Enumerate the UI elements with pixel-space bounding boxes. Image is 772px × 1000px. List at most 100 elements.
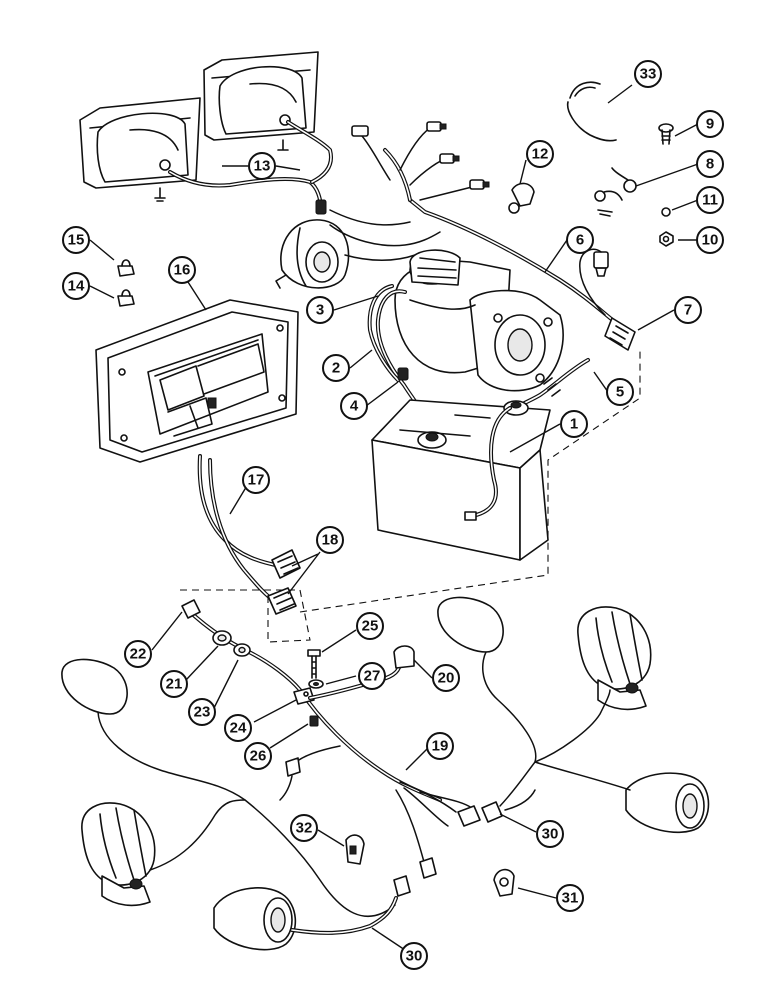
svg-text:31: 31 (562, 890, 579, 907)
battery (371, 399, 551, 561)
callout-14: 14 (62, 272, 90, 300)
leader-lines (89, 84, 699, 953)
svg-text:25: 25 (362, 618, 379, 635)
svg-text:33: 33 (640, 66, 657, 83)
washer-27 (308, 679, 324, 689)
callout-18: 18 (316, 526, 344, 554)
grommet-21 (212, 630, 232, 646)
callout-20: 20 (432, 664, 460, 692)
callout-12: 12 (526, 140, 554, 168)
dashed-assembly-boundary (180, 589, 311, 643)
svg-text:27: 27 (364, 668, 381, 685)
callout-11: 11 (696, 186, 724, 214)
earth-terminal (285, 757, 301, 777)
svg-text:16: 16 (174, 262, 191, 279)
svg-text:11: 11 (702, 192, 718, 209)
nut-10 (659, 231, 674, 247)
callout-25: 25 (356, 612, 384, 640)
cluster-connector-lower (267, 587, 297, 615)
work-lamp-left (79, 97, 201, 202)
callout-31: 31 (556, 884, 584, 912)
callout-9: 9 (696, 110, 724, 138)
callout-30-right: 30 (536, 820, 564, 848)
callout-13: 13 (248, 152, 276, 180)
svg-text:32: 32 (296, 820, 313, 837)
callout-5: 5 (606, 378, 634, 406)
pressure-switch (579, 248, 609, 316)
starter-motor (394, 249, 564, 392)
svg-text:1: 1 (570, 416, 578, 433)
svg-text:17: 17 (248, 472, 265, 489)
svg-text:10: 10 (702, 232, 719, 249)
svg-text:30: 30 (406, 948, 423, 965)
svg-text:9: 9 (706, 116, 714, 133)
svg-text:7: 7 (684, 302, 692, 319)
svg-text:3: 3 (316, 302, 324, 319)
bolt-25 (307, 649, 321, 679)
callout-15: 15 (62, 226, 90, 254)
svg-text:14: 14 (68, 278, 85, 295)
lamp-connector (315, 199, 327, 215)
cable-clip-15 (117, 259, 135, 277)
callout-22: 22 (124, 640, 152, 668)
p-clip-31 (493, 868, 515, 897)
callout-30-left: 30 (400, 942, 428, 970)
callout-26: 26 (244, 742, 272, 770)
clip-26 (309, 715, 319, 727)
harness-clip-24 (293, 687, 315, 705)
svg-text:5: 5 (616, 384, 624, 401)
washer-11 (661, 207, 671, 217)
svg-text:6: 6 (576, 232, 584, 249)
lamp-connector-center (457, 801, 503, 827)
cable-clip-4 (397, 367, 409, 381)
svg-text:15: 15 (68, 232, 85, 249)
work-lamp-right (203, 51, 319, 151)
lamp-connector-lower (393, 857, 437, 897)
callout-10: 10 (696, 226, 724, 254)
dashed-assembly-boundary-right (299, 348, 641, 613)
svg-text:30: 30 (542, 826, 559, 843)
svg-text:21: 21 (166, 676, 183, 693)
warning-lamp (207, 397, 217, 409)
indicator-lamp-right (625, 772, 710, 834)
svg-text:12: 12 (532, 146, 549, 163)
right-lamp-cable (482, 651, 537, 807)
svg-text:18: 18 (322, 532, 339, 549)
svg-text:19: 19 (432, 738, 449, 755)
ring-terminal-8 (594, 167, 637, 217)
callout-8: 8 (696, 150, 724, 178)
svg-text:23: 23 (194, 704, 211, 721)
cluster-connector-upper (271, 549, 301, 579)
svg-text:8: 8 (706, 156, 714, 173)
svg-text:22: 22 (130, 646, 147, 663)
branch-boot (393, 645, 415, 669)
callout-24: 24 (224, 714, 252, 742)
callout-19: 19 (426, 732, 454, 760)
callout-7: 7 (674, 296, 702, 324)
harness-branch-20 (308, 660, 402, 700)
horn (275, 219, 350, 289)
loom-connector (351, 125, 369, 137)
callout-1: 1 (560, 410, 588, 438)
callout-16: 16 (168, 256, 196, 284)
indicator-lamp-left (213, 887, 297, 951)
cable-clip-14 (117, 289, 135, 307)
side-lamp-right-upper (437, 596, 504, 653)
svg-text:2: 2 (332, 360, 340, 377)
callout-6: 6 (566, 226, 594, 254)
callout-32: 32 (290, 814, 318, 842)
callout-4: 4 (340, 392, 368, 420)
sensor-plug-3 (469, 179, 490, 190)
grommet-23 (233, 643, 251, 657)
multi-pin-connector (604, 317, 636, 351)
callout-23: 23 (188, 698, 216, 726)
callout-27: 27 (358, 662, 386, 690)
svg-text:4: 4 (350, 398, 359, 415)
bracket-32 (345, 834, 365, 865)
screw-9 (658, 123, 674, 145)
svg-text:26: 26 (250, 748, 267, 765)
wiring-clip-12 (508, 182, 535, 214)
rear-lamp-right (577, 606, 652, 711)
